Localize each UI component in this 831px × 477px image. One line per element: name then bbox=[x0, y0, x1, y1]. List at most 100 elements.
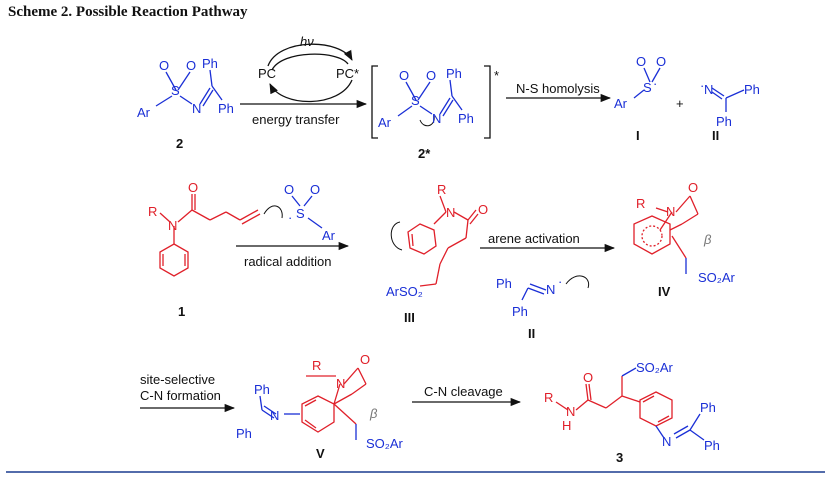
cV-r: R bbox=[312, 358, 321, 373]
compound-2star-label: 2* bbox=[418, 146, 431, 161]
photocatalytic-cycle bbox=[267, 43, 353, 103]
cV-ph1: Ph bbox=[254, 382, 270, 397]
cI-o2: O bbox=[656, 54, 666, 69]
c3-h: H bbox=[562, 418, 571, 433]
cV-o: O bbox=[360, 352, 370, 367]
c1-r: R bbox=[148, 204, 157, 219]
cV-imine bbox=[259, 395, 300, 419]
fishhook-2 bbox=[263, 205, 283, 219]
fishhook-3 bbox=[390, 221, 403, 251]
compound-II-structure bbox=[711, 87, 745, 112]
c3-n: N bbox=[566, 404, 575, 419]
pc-star-label: PC* bbox=[336, 66, 359, 81]
cIV-beta: β bbox=[703, 232, 712, 247]
c3-imine bbox=[673, 413, 705, 441]
energy-transfer-label: energy transfer bbox=[252, 112, 340, 127]
rad-ar: Ar bbox=[322, 228, 336, 243]
c2s-ar: Ar bbox=[378, 115, 392, 130]
c2-ar: Ar bbox=[137, 105, 151, 120]
cI-dot: · bbox=[653, 76, 657, 91]
rad-dot: · bbox=[288, 210, 292, 225]
c1-n: N bbox=[168, 218, 177, 233]
cIII-o: O bbox=[478, 202, 488, 217]
cV-beta: β bbox=[369, 406, 378, 421]
cIII-n: N bbox=[446, 205, 455, 220]
c1-o: O bbox=[188, 180, 198, 195]
compound-II-b-label: II bbox=[528, 326, 535, 341]
c2-o1: O bbox=[159, 58, 169, 73]
c2s-ph2: Ph bbox=[458, 111, 474, 126]
cV-n: N bbox=[336, 376, 345, 391]
c2-s: S bbox=[171, 83, 180, 98]
pc-label: PC bbox=[258, 66, 276, 81]
c2-ph1: Ph bbox=[202, 56, 218, 71]
compound-V-label: V bbox=[316, 446, 325, 461]
cIV-n: N bbox=[666, 204, 675, 219]
cI-s: S bbox=[643, 80, 652, 95]
compound-II-b-structure bbox=[521, 283, 547, 301]
scheme-title: Scheme 2. Possible Reaction Pathway bbox=[8, 4, 248, 20]
cIV-r: R bbox=[636, 196, 645, 211]
cIIb-ph2: Ph bbox=[512, 304, 528, 319]
cIII-arso2: ArSO₂ bbox=[386, 284, 423, 299]
c3-n-link bbox=[655, 425, 665, 439]
compound-3-label: 3 bbox=[616, 450, 623, 465]
sulfonyl-radical-structure bbox=[291, 195, 323, 229]
c3-o: O bbox=[583, 370, 593, 385]
compound-I-label: I bbox=[636, 128, 640, 143]
c2s-s: S bbox=[411, 93, 420, 108]
cIIb-dot: · bbox=[558, 274, 562, 289]
c2s-o2: O bbox=[426, 68, 436, 83]
c3-so2ar: SO₂Ar bbox=[636, 360, 674, 375]
cII-dot: · bbox=[700, 78, 704, 93]
cV-n-imine: N bbox=[270, 408, 279, 423]
cIV-o: O bbox=[688, 180, 698, 195]
c3-ph2: Ph bbox=[704, 438, 720, 453]
cII-ph2: Ph bbox=[716, 114, 732, 129]
c2s-ph1: Ph bbox=[446, 66, 462, 81]
compound-IV-structure bbox=[633, 195, 699, 259]
cI-ar: Ar bbox=[614, 96, 628, 111]
compound-V-structure bbox=[301, 367, 367, 433]
compound-2star-structure bbox=[397, 79, 463, 117]
arene-activation-label: arene activation bbox=[488, 231, 580, 246]
c2s-o1: O bbox=[399, 68, 409, 83]
hv-label: hν bbox=[300, 34, 314, 49]
cV-ph2: Ph bbox=[236, 426, 252, 441]
c2-ph2: Ph bbox=[218, 101, 234, 116]
rad-o1: O bbox=[284, 182, 294, 197]
compound-III-label: III bbox=[404, 310, 415, 325]
c2s-n: N bbox=[432, 111, 441, 126]
compound-II-label: II bbox=[712, 128, 719, 143]
compound-IV-label: IV bbox=[658, 284, 671, 299]
compound-2-structure bbox=[155, 69, 223, 107]
fishhook-1 bbox=[419, 115, 435, 127]
cIIb-ph1: Ph bbox=[496, 276, 512, 291]
cn-formation-label: C-N formation bbox=[140, 388, 221, 403]
ns-homolysis-label: N-S homolysis bbox=[516, 81, 600, 96]
cn-cleavage-label: C-N cleavage bbox=[424, 384, 503, 399]
cII-ph1: Ph bbox=[744, 82, 760, 97]
bracket bbox=[371, 65, 491, 139]
cII-n: N bbox=[704, 82, 713, 97]
cIIb-n: N bbox=[546, 282, 555, 297]
compound-2-label: 2 bbox=[176, 136, 183, 151]
cIII-r: R bbox=[437, 182, 446, 197]
cV-so2ar: SO₂Ar bbox=[366, 436, 404, 451]
plus-sign: + bbox=[676, 96, 684, 111]
c2-n: N bbox=[192, 101, 201, 116]
radical-addition-label: radical addition bbox=[244, 254, 331, 269]
rad-o2: O bbox=[310, 182, 320, 197]
c2-o2: O bbox=[186, 58, 196, 73]
compound-I-structure bbox=[633, 67, 661, 99]
cI-o1: O bbox=[636, 54, 646, 69]
excited-star: * bbox=[494, 68, 499, 83]
c3-n-imine: N bbox=[662, 434, 671, 449]
compound-1-label: 1 bbox=[178, 304, 185, 319]
site-selective-label: site-selective bbox=[140, 372, 215, 387]
c3-r: R bbox=[544, 390, 553, 405]
compound-III-structure bbox=[407, 195, 479, 287]
c3-link bbox=[621, 367, 637, 377]
compound-1-structure bbox=[159, 194, 261, 277]
